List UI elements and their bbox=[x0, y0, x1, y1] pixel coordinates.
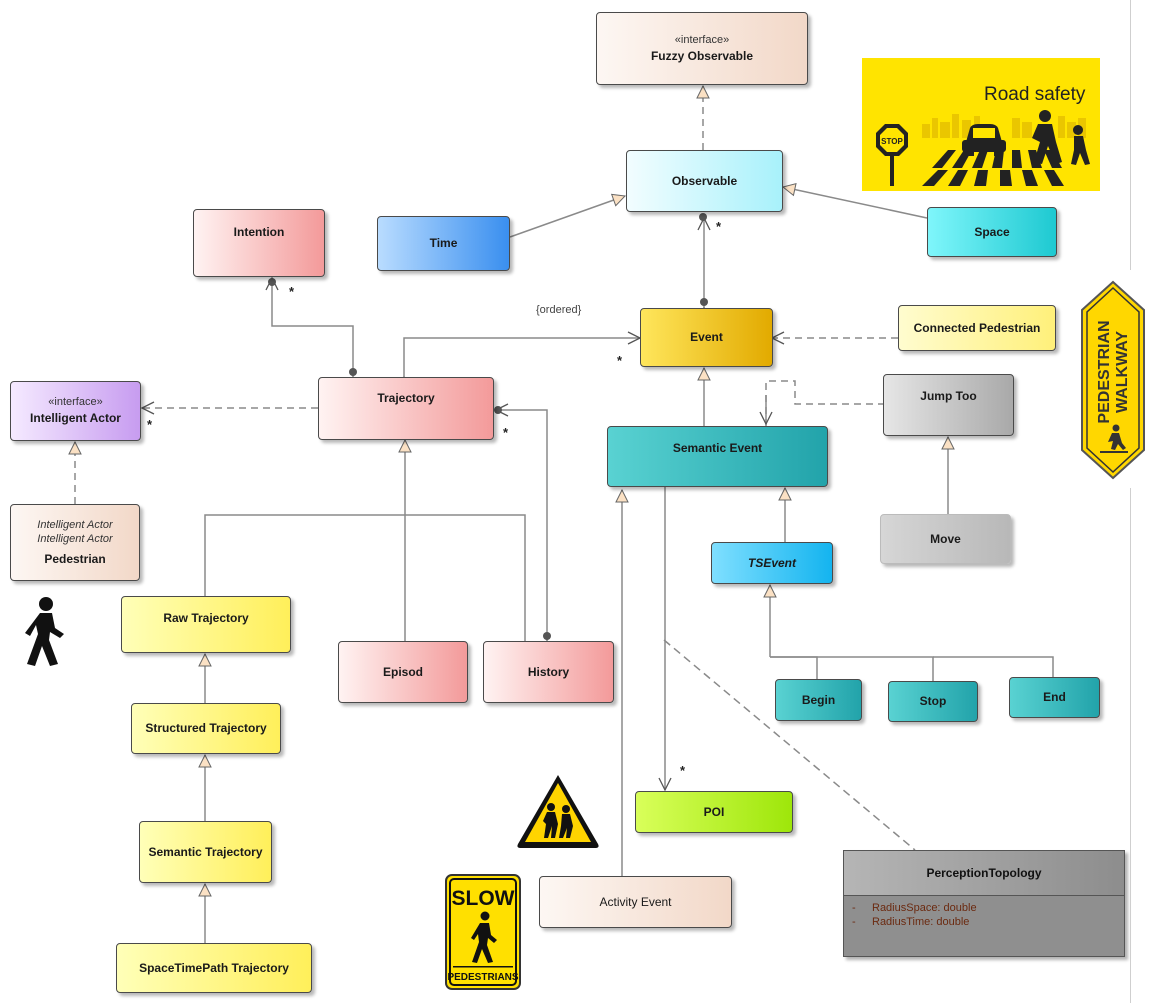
class-name: Begin bbox=[801, 692, 836, 707]
spacetimepath-trajectory-class[interactable]: SpaceTimePath Trajectory bbox=[116, 943, 312, 993]
road-safety-title: Road safety bbox=[984, 84, 1086, 105]
stop-class[interactable]: Stop bbox=[888, 681, 978, 722]
edge-tree-stop bbox=[770, 656, 934, 681]
jump-too-class[interactable]: Jump Too bbox=[883, 374, 1014, 436]
class-name: History bbox=[527, 664, 570, 679]
ordered-label: {ordered} bbox=[536, 304, 582, 316]
intelligent-actor-interface[interactable]: «interface» Intelligent Actor bbox=[10, 381, 141, 441]
class-name: SpaceTimePath Trajectory bbox=[139, 960, 289, 975]
class-name: Raw Trajectory bbox=[163, 611, 249, 626]
edge-history-tree bbox=[405, 514, 526, 641]
class-name: Pedestrian bbox=[44, 552, 106, 567]
edge-time-observable bbox=[509, 196, 625, 238]
episod-class[interactable]: Episod bbox=[338, 641, 468, 703]
edge-trajectory-intention bbox=[272, 278, 353, 377]
class-name: Trajectory bbox=[377, 391, 435, 406]
observable-class[interactable]: Observable bbox=[626, 150, 783, 212]
multiplicity-label: * bbox=[716, 219, 722, 234]
walking-person-icon bbox=[25, 597, 64, 666]
pedestrians-text: PEDESTRIANS bbox=[447, 972, 518, 983]
class-name: Intelligent Actor bbox=[30, 411, 121, 426]
class-name: PerceptionTopology bbox=[844, 851, 1124, 896]
class-name: Episod bbox=[382, 664, 423, 679]
class-name: Space bbox=[974, 224, 1010, 239]
pedestrian-walkway-sign: PEDESTRIAN WALKWAY bbox=[1081, 280, 1145, 480]
divider bbox=[1130, 0, 1131, 270]
class-name: Jump Too bbox=[920, 388, 977, 403]
school-crossing-sign bbox=[517, 775, 599, 848]
semantic-trajectory-class[interactable]: Semantic Trajectory bbox=[139, 821, 272, 883]
walking-person-icon bbox=[1100, 424, 1128, 453]
multiplicity-label: * bbox=[617, 353, 623, 368]
perception-topology-class[interactable]: PerceptionTopology -RadiusSpace: double … bbox=[843, 850, 1125, 957]
attribute-radius-space: -RadiusSpace: double bbox=[852, 902, 977, 914]
raw-trajectory-class[interactable]: Raw Trajectory bbox=[121, 596, 291, 653]
road-safety-sign: Road safety STOP bbox=[862, 58, 1100, 191]
move-class[interactable]: Move bbox=[880, 514, 1011, 564]
class-name: Observable bbox=[671, 173, 738, 188]
connected-pedestrian-class[interactable]: Connected Pedestrian bbox=[898, 305, 1056, 351]
walkway-line1: PEDESTRIAN bbox=[1096, 320, 1113, 423]
edge-tree-begin bbox=[770, 656, 818, 679]
class-name: Structured Trajectory bbox=[145, 721, 267, 736]
pedestrian-class[interactable]: Intelligent Actor Intelligent Actor Pede… bbox=[10, 504, 140, 581]
trajectory-class[interactable]: Trajectory bbox=[318, 377, 494, 440]
attribute-radius-time: -RadiusTime: double bbox=[852, 916, 970, 928]
history-class[interactable]: History bbox=[483, 641, 614, 703]
class-name: Semantic Trajectory bbox=[148, 844, 263, 859]
children-icon bbox=[543, 803, 573, 838]
space-class[interactable]: Space bbox=[927, 207, 1057, 257]
multiplicity-label: * bbox=[680, 763, 686, 778]
pedestrians-icon bbox=[1032, 110, 1090, 165]
edge-raw-trajectory bbox=[204, 514, 405, 596]
multiplicity-label: * bbox=[503, 425, 509, 440]
edge-jump-loop bbox=[765, 380, 883, 426]
class-name: End bbox=[1043, 690, 1066, 705]
class-name: POI bbox=[703, 804, 725, 819]
begin-class[interactable]: Begin bbox=[775, 679, 862, 721]
walking-person-icon bbox=[471, 911, 497, 963]
car-icon bbox=[962, 124, 1006, 156]
multiplicity-label: * bbox=[147, 417, 153, 432]
class-name: Fuzzy Observable bbox=[650, 48, 754, 63]
realized-interface-label: Intelligent Actor bbox=[37, 533, 113, 546]
class-name: Stop bbox=[919, 694, 947, 709]
stereotype-label: «interface» bbox=[48, 396, 103, 409]
structured-trajectory-class[interactable]: Structured Trajectory bbox=[131, 703, 281, 754]
time-class[interactable]: Time bbox=[377, 216, 510, 271]
divider bbox=[1130, 488, 1131, 1003]
realized-interface-label: Intelligent Actor bbox=[37, 518, 113, 531]
walkway-line2: WALKWAY bbox=[1114, 331, 1131, 413]
fuzzy-observable-interface[interactable]: «interface» Fuzzy Observable bbox=[596, 12, 808, 85]
slow-pedestrians-sign: SLOW PEDESTRIANS bbox=[445, 874, 521, 990]
class-name: Activity Event bbox=[599, 894, 672, 909]
edge-tree-end bbox=[933, 656, 1054, 677]
end-class[interactable]: End bbox=[1009, 677, 1100, 718]
class-name: Event bbox=[690, 330, 723, 345]
activity-event-class[interactable]: Activity Event bbox=[539, 876, 732, 928]
edge-space-observable bbox=[783, 187, 928, 219]
class-name: Semantic Event bbox=[672, 441, 763, 456]
event-class[interactable]: Event bbox=[640, 308, 773, 367]
class-name: TSEvent bbox=[747, 555, 796, 570]
intention-class[interactable]: Intention bbox=[193, 209, 325, 277]
stereotype-label: «interface» bbox=[674, 33, 730, 46]
stop-sign-icon: STOP bbox=[876, 124, 908, 186]
multiplicity-label: * bbox=[289, 284, 295, 299]
edge-trajectory-event bbox=[404, 338, 640, 377]
slow-text: SLOW bbox=[452, 887, 515, 910]
class-name: Time bbox=[429, 236, 458, 251]
class-name: Connected Pedestrian bbox=[913, 320, 1041, 335]
edge-perception-link bbox=[663, 639, 916, 851]
class-name: Intention bbox=[233, 224, 285, 239]
edge-history-trajectory bbox=[496, 410, 547, 641]
poi-class[interactable]: POI bbox=[635, 791, 793, 833]
semantic-event-class[interactable]: Semantic Event bbox=[607, 426, 828, 487]
stop-sign-text: STOP bbox=[881, 137, 903, 146]
class-name: Move bbox=[930, 531, 961, 546]
tsevent-class[interactable]: TSEvent bbox=[711, 542, 833, 584]
